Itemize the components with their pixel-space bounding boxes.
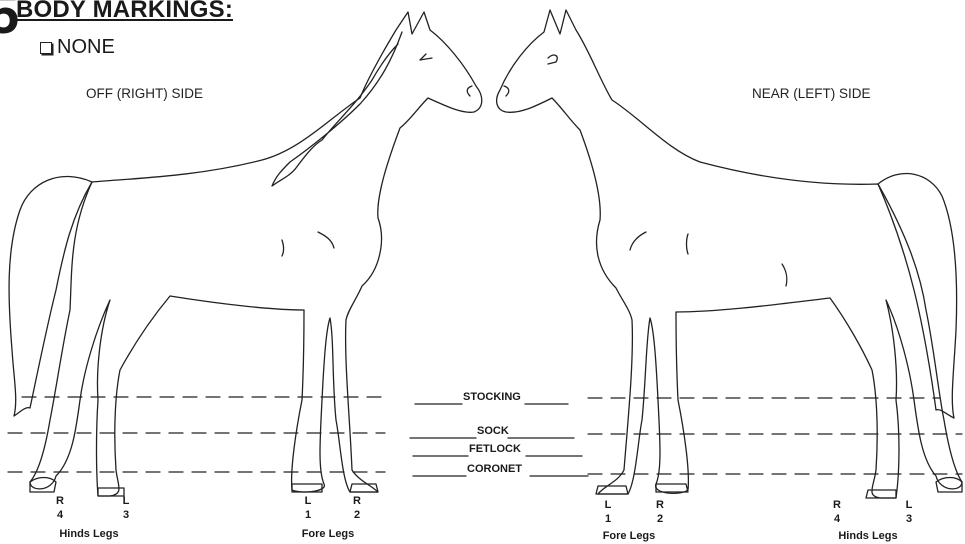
leg-side-letter: R	[650, 498, 670, 512]
leg-side-letter: L	[598, 498, 618, 512]
off-hind-left-leg-label: L 3	[116, 494, 136, 523]
near-horse-body-outline	[497, 10, 962, 498]
near-horse-eye	[548, 55, 557, 64]
leg-side-letter: L	[116, 494, 136, 508]
off-horse-muscle-line-2	[318, 232, 334, 248]
near-hinds-legs-label: Hinds Legs	[823, 530, 913, 542]
stocking-label: STOCKING	[463, 391, 521, 403]
leg-side-letter: R	[50, 494, 70, 508]
near-horse-nostril	[504, 86, 509, 96]
near-horse-hoof-hind-left	[936, 478, 962, 493]
near-fore-legs-label: Fore Legs	[584, 530, 674, 542]
leg-number: 3	[116, 508, 136, 522]
leg-number: 4	[827, 512, 847, 526]
off-fore-legs-label: Fore Legs	[283, 528, 373, 540]
coronet-label: CORONET	[467, 463, 522, 475]
leg-number: 4	[50, 508, 70, 522]
off-hind-right-leg-label: R 4	[50, 494, 70, 523]
near-horse-muscle-line-3	[782, 264, 787, 286]
off-fore-left-leg-label: L 1	[298, 494, 318, 523]
off-horse-tail-outline	[9, 177, 92, 416]
near-horse-muscle-line-1	[687, 234, 689, 254]
near-side-horse-drawing	[497, 10, 962, 498]
leg-side-letter: R	[347, 494, 367, 508]
leg-side-letter: R	[827, 498, 847, 512]
near-horse-tail-outline	[878, 174, 957, 418]
off-horse-nostril	[467, 86, 472, 96]
near-hind-left-leg-label: L 3	[899, 498, 919, 527]
off-horse-muscle-line-1	[282, 240, 284, 256]
near-fore-left-leg-label: L 1	[598, 498, 618, 527]
off-side-horse-drawing	[9, 12, 482, 496]
sock-label: SOCK	[477, 425, 509, 437]
leg-number: 1	[298, 508, 318, 522]
leg-number: 3	[899, 512, 919, 526]
off-horse-hoof-hind-right	[30, 478, 56, 493]
leg-number: 2	[650, 512, 670, 526]
near-hind-right-leg-label: R 4	[827, 498, 847, 527]
leg-side-letter: L	[298, 494, 318, 508]
off-fore-right-leg-label: R 2	[347, 494, 367, 523]
leg-number: 1	[598, 512, 618, 526]
near-fore-right-leg-label: R 2	[650, 498, 670, 527]
off-horse-eye	[420, 54, 432, 60]
off-hinds-legs-label: Hinds Legs	[44, 528, 134, 540]
near-horse-hoof-hind-right	[866, 490, 896, 498]
off-horse-mane-outline	[272, 32, 402, 186]
near-horse-hoof-fore-left	[596, 486, 628, 494]
near-horse-muscle-line-2	[630, 232, 646, 250]
fetlock-label: FETLOCK	[469, 443, 521, 455]
leg-number: 2	[347, 508, 367, 522]
leg-side-letter: L	[899, 498, 919, 512]
off-horse-body-outline	[30, 12, 482, 496]
